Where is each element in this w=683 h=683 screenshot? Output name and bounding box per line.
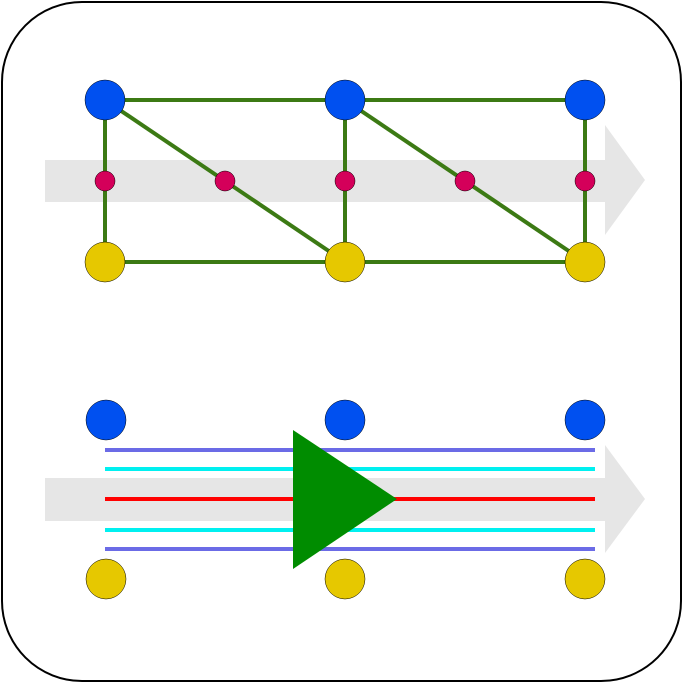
top-panel [45,79,645,283]
bottom-blue-nodes [85,399,606,441]
blue-node [564,399,606,441]
midpoint-node [574,170,596,192]
blue-node [324,399,366,441]
yellow-node [85,558,127,600]
bottom-yellow-nodes [85,558,606,600]
yellow-node [84,241,126,283]
top-yellow-nodes [84,241,606,283]
play-triangle-icon [293,430,397,569]
blue-node [85,399,127,441]
blue-node [84,79,126,121]
blue-node [324,79,366,121]
midpoint-node [454,170,476,192]
top-midpoint-nodes [94,170,596,192]
midpoint-node [334,170,356,192]
blue-node [564,79,606,121]
top-blue-nodes [84,79,606,121]
yellow-node [564,558,606,600]
midpoint-node [94,170,116,192]
midpoint-node [214,170,236,192]
yellow-node [564,241,606,283]
yellow-node [324,558,366,600]
bottom-panel [45,399,645,600]
yellow-node [324,241,366,283]
